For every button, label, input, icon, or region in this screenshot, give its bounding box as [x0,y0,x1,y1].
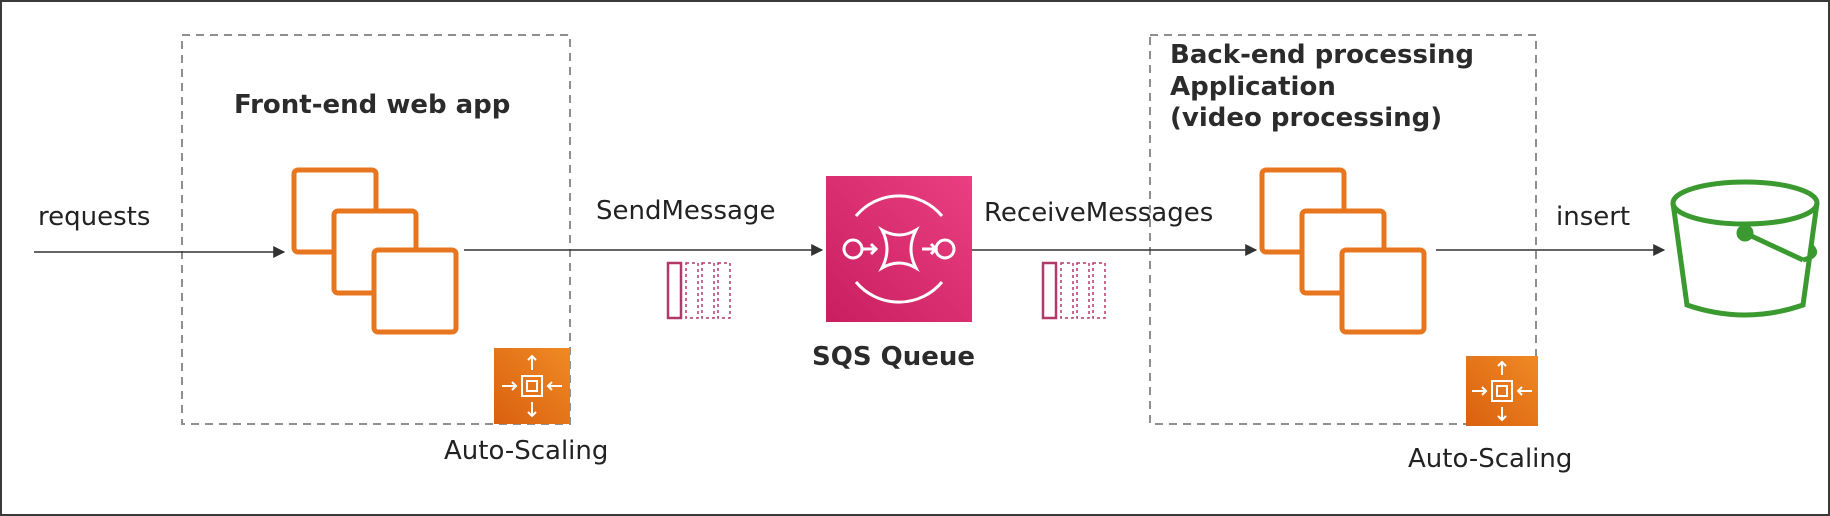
ec2-instances-icon [291,167,459,335]
autoscaling-label: Auto-Scaling [1408,444,1573,474]
receive-messages-label: ReceiveMessages [984,198,1214,228]
backend-group-box [1149,34,1537,425]
backend-title: Back-end processing Application (video p… [1170,40,1474,135]
frontend-group-box [181,34,571,425]
sqs-queue-icon [826,176,972,322]
ec2-instances-icon [1259,167,1427,335]
backend-title-line: Application [1170,71,1336,102]
frontend-title: Front-end web app [234,90,511,120]
backend-title-line: Back-end processing [1170,40,1474,70]
s3-bucket-icon [1670,179,1820,318]
requests-label: requests [38,202,151,232]
send-message-label: SendMessage [596,196,776,226]
message-batch-icon [1041,261,1106,320]
backend-title-line: (video processing) [1170,103,1443,134]
auto-scaling-icon [494,348,570,424]
message-batch-icon [666,261,731,320]
autoscaling-label: Auto-Scaling [444,436,609,466]
auto-scaling-icon [1466,356,1538,426]
queue-name: SQS Queue [812,342,975,372]
insert-label: insert [1556,202,1631,232]
